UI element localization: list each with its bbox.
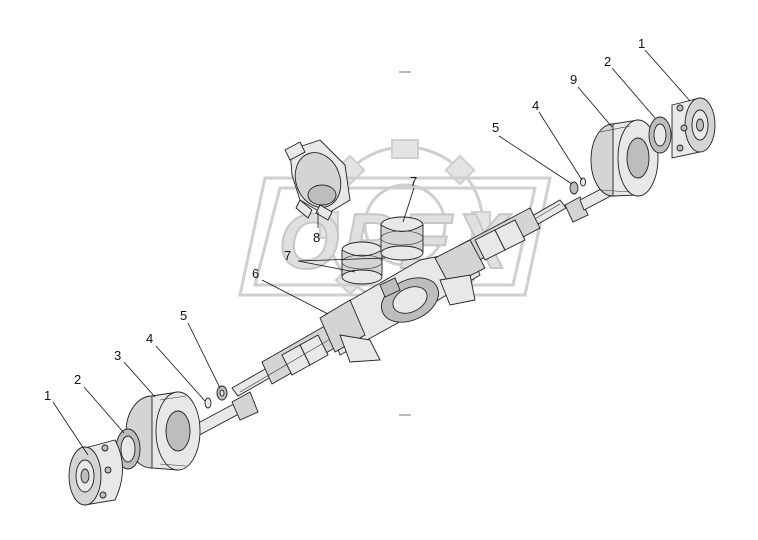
axle-housing: [319, 239, 486, 363]
registration-marks: [399, 71, 411, 416]
air-spring-upper: [380, 216, 424, 261]
hub-bearing-right: [648, 116, 672, 154]
callout-4-right: 4: [532, 98, 539, 113]
seal-right: [569, 181, 579, 195]
callout-6: 6: [252, 266, 259, 281]
callout-1-left: 1: [44, 388, 51, 403]
callout-7-lower: 7: [284, 248, 291, 263]
callout-1-right: 1: [638, 36, 645, 51]
callouts: 1 2 3 4 5 6 7 7 8 5 4 9 2 1: [44, 36, 645, 403]
callout-4-left: 4: [146, 331, 153, 346]
differential-assembly: [284, 139, 351, 221]
callout-5-left: 5: [180, 308, 187, 323]
wheel-hub-right: [671, 97, 716, 159]
callout-2-left: 2: [74, 372, 81, 387]
leader-lines: [52, 49, 691, 456]
air-spring-lower: [341, 241, 383, 285]
seal-left: [216, 385, 228, 401]
callout-3-left: 3: [114, 348, 121, 363]
callout-2-right: 2: [604, 54, 611, 69]
callout-7-upper: 7: [410, 174, 417, 189]
brake-drum-right: [590, 119, 659, 197]
callout-9: 9: [570, 72, 577, 87]
brake-drum-left: [125, 391, 201, 471]
wheel-hub-left: [68, 439, 123, 506]
ring-left: [204, 397, 212, 409]
callout-5-right: 5: [492, 120, 499, 135]
callout-8: 8: [313, 230, 320, 245]
